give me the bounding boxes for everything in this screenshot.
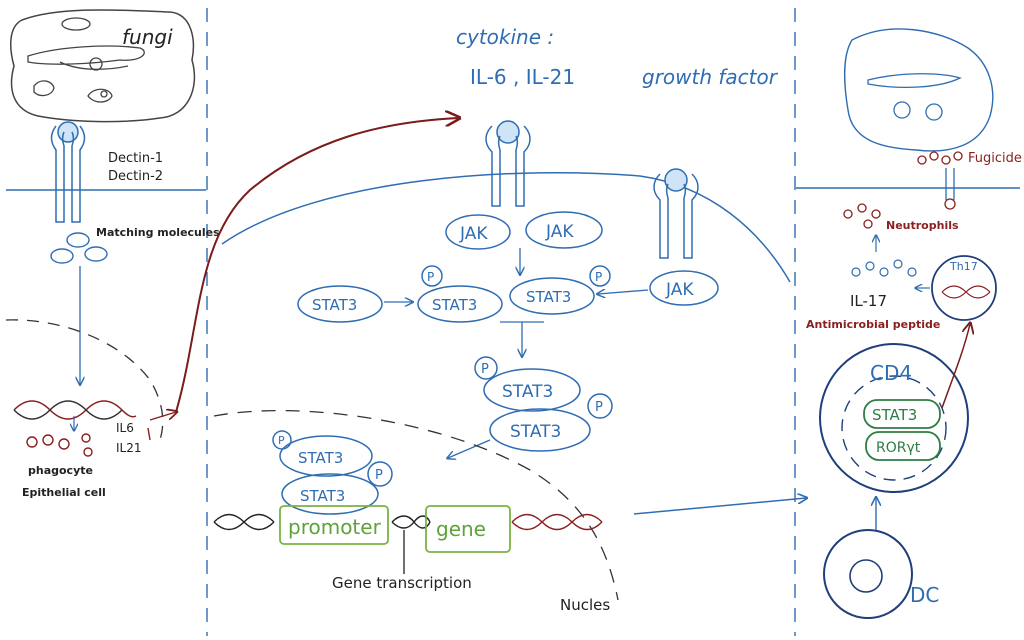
panel-dividers xyxy=(206,8,796,636)
dc-label: DC xyxy=(910,583,939,607)
nuc-stat3-2: STAT3 xyxy=(300,487,345,505)
dc-nucleus xyxy=(849,559,883,593)
antimicrobial-peptide-label: Antimicrobial peptide xyxy=(806,318,940,331)
th17-cell xyxy=(931,255,997,321)
gene-transcription-label: Gene transcription xyxy=(332,574,472,592)
phospho-p-2: P xyxy=(595,270,602,284)
epithelial-label: Epithelial cell xyxy=(22,486,106,499)
stat3-unphosph: STAT3 xyxy=(312,296,357,314)
phagocyte-label: phagocyte xyxy=(28,464,93,477)
nucleus-envelope xyxy=(213,409,619,601)
neutrophil-particles xyxy=(843,203,881,229)
promoter-label: promoter xyxy=(288,515,382,539)
matching-molecules xyxy=(50,232,108,264)
gene-label: gene xyxy=(436,517,486,541)
jak-label-3: JAK xyxy=(665,280,694,300)
jak-label-2: JAK xyxy=(545,222,574,242)
cytokine-particles xyxy=(26,433,93,457)
growth-factor-receptor xyxy=(653,168,699,259)
jak-label-1: JAK xyxy=(459,224,488,244)
dectin-1-label: Dectin-1 xyxy=(108,151,163,166)
cd4-label: CD4 xyxy=(870,361,912,385)
center-panel: cytokine : IL-6 , IL-21 growth factor JA… xyxy=(213,25,806,614)
cd4-cell xyxy=(819,343,969,493)
cd4-nucleus xyxy=(841,375,947,481)
il17-label: IL-17 xyxy=(850,292,887,310)
right-panel: Fugicide Neutrophils IL-17 Antimicrobial… xyxy=(796,28,1022,619)
nuc-p-1: P xyxy=(278,434,285,447)
signal-arrow xyxy=(175,118,458,413)
dimer-stat3-1: STAT3 xyxy=(502,382,553,402)
stat3-box xyxy=(863,399,941,429)
stat3-dimer xyxy=(474,356,613,452)
jak-proteins xyxy=(445,211,719,306)
dimer-stat3-2: STAT3 xyxy=(510,422,561,442)
nuclear-stat3-dimer xyxy=(272,430,393,515)
promoter-box xyxy=(279,505,389,545)
fungi-label: fungi xyxy=(122,25,173,49)
cell-membrane xyxy=(221,171,791,283)
nuc-p-2: P xyxy=(375,468,383,483)
nucleus-label: Nucles xyxy=(560,596,610,614)
phospho-p-1: P xyxy=(427,270,434,284)
cd4-stat3-label: STAT3 xyxy=(872,406,917,424)
stat3-phosph-2: STAT3 xyxy=(526,288,571,306)
nuc-stat3-1: STAT3 xyxy=(298,449,343,467)
ror-box xyxy=(865,431,941,461)
fungicide-particles xyxy=(917,151,963,165)
left-panel: fungi Dectin-1 Dectin-2 Matching molecul… xyxy=(5,9,458,499)
il21-label: IL21 xyxy=(116,441,142,455)
gene-box xyxy=(425,505,511,553)
dectin-2-label: Dectin-2 xyxy=(108,169,163,184)
left-dna-helix xyxy=(13,400,137,420)
fungi-cells xyxy=(27,17,145,103)
matching-molecules-label: Matching molecules xyxy=(96,226,220,239)
dc-cell xyxy=(823,529,913,619)
ror-label: RORγt xyxy=(876,440,921,456)
fungicide-label: Fugicide xyxy=(968,151,1022,166)
fungi-blob xyxy=(9,9,196,123)
right-fungi-outline xyxy=(844,28,994,152)
th17-label: Th17 xyxy=(949,260,978,273)
neutrophils-label: Neutrophils xyxy=(886,219,959,232)
cytokine-list: IL-6 , IL-21 xyxy=(470,65,575,89)
dimer-p-2: P xyxy=(595,400,603,415)
growth-factor-label: growth factor xyxy=(642,65,779,89)
cytokine-receptor xyxy=(485,120,531,207)
il6-label: IL6 xyxy=(116,421,134,435)
stat3-row xyxy=(297,265,611,323)
cytokine-heading: cytokine : xyxy=(456,25,554,49)
center-dna-helix xyxy=(213,513,603,531)
dectin-receptor xyxy=(50,121,86,223)
stat3-phosph-1: STAT3 xyxy=(432,296,477,314)
dimer-p-1: P xyxy=(481,362,489,377)
